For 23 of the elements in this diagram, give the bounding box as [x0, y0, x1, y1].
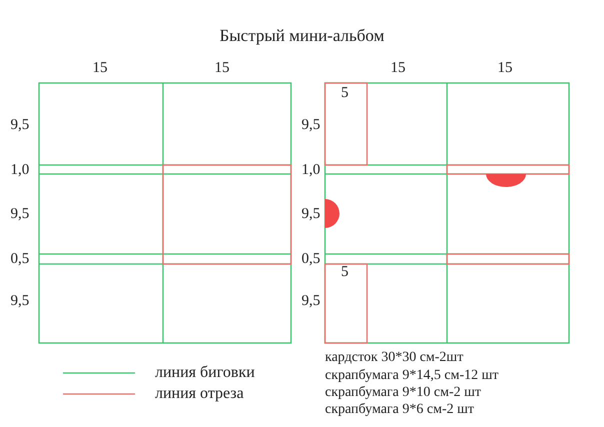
legend-label: линия отреза	[155, 384, 244, 402]
dimension-label: 15	[390, 60, 406, 76]
material-note: кардсток 30*30 см-2шт	[325, 348, 464, 366]
material-note: скрапбумага 9*6 см-2 шт	[325, 400, 474, 418]
dimension-label: 5	[341, 264, 348, 280]
dimension-label: 1,0	[302, 162, 320, 178]
dimension-label: 15	[498, 60, 512, 76]
dimension-label: 9,5	[10, 206, 30, 222]
dimension-label: 15	[92, 60, 108, 76]
dimension-label: 9,5	[10, 116, 30, 134]
dimension-label: 0,5	[302, 250, 320, 268]
dimension-label: 15	[214, 60, 230, 76]
diagram-title: Быстрый мини-альбом	[220, 26, 384, 44]
dimension-label: 0,5	[10, 250, 30, 268]
material-note: скрапбумага 9*14,5 см-12 шт	[325, 366, 499, 384]
legend-label: линия биговки	[155, 364, 255, 380]
dimension-label: 1,0	[10, 162, 30, 178]
dimension-label: 9,5	[302, 292, 320, 310]
dimension-label: 9,5	[10, 292, 30, 310]
material-note: скрапбумага 9*10 см-2 шт	[325, 384, 482, 400]
dimension-label: 9,5	[302, 116, 320, 134]
dimension-label: 5	[341, 84, 348, 102]
dimension-label: 9,5	[302, 206, 320, 222]
